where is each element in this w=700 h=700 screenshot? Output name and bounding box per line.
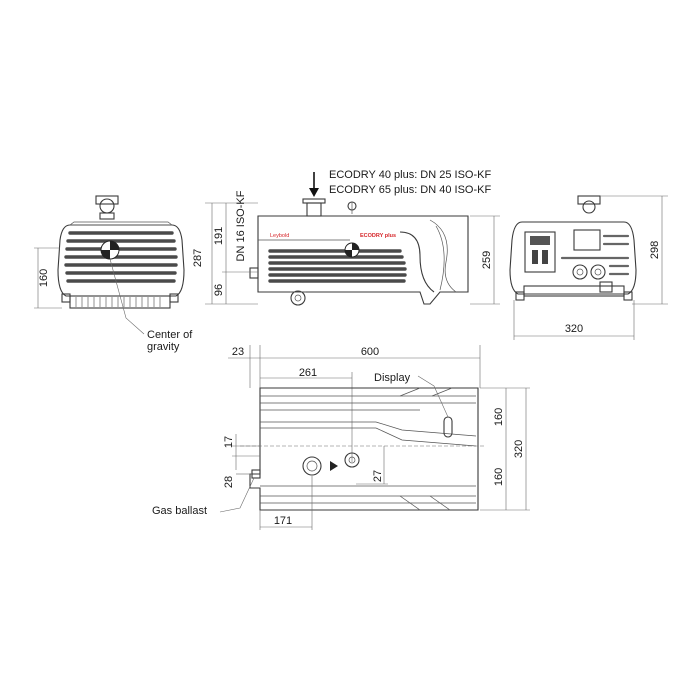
dim-top-gb-y: 28 bbox=[223, 476, 235, 488]
dim-top-half-lower: 160 bbox=[493, 468, 505, 486]
side-center-of-gravity-icon bbox=[344, 242, 360, 258]
center-of-gravity-label-2: gravity bbox=[147, 341, 180, 353]
dim-top-length: 600 bbox=[361, 346, 379, 358]
dim-top-offset: 23 bbox=[232, 346, 244, 358]
brand-product: ECODRY plus bbox=[360, 233, 396, 239]
dim-side-overall-height: 287 bbox=[192, 249, 204, 267]
display-label: Display bbox=[374, 372, 411, 384]
dim-side-upper: 191 bbox=[213, 227, 225, 245]
dim-side-right-height: 259 bbox=[481, 251, 493, 269]
exhaust-port-label: DN 16 ISO-KF bbox=[235, 190, 247, 261]
gas-ballast-label: Gas ballast bbox=[152, 505, 207, 517]
dim-side-lower: 96 bbox=[213, 284, 225, 296]
dim-end-height: 298 bbox=[649, 241, 661, 259]
dim-top-cog: 261 bbox=[299, 367, 317, 379]
inlet-port-label-40: ECODRY 40 plus: DN 25 ISO-KF bbox=[329, 169, 491, 181]
dim-top-gb-x: 171 bbox=[274, 515, 292, 527]
dim-front-height: 160 bbox=[38, 269, 50, 287]
center-of-gravity-icon bbox=[100, 240, 120, 260]
dim-top-width: 320 bbox=[513, 440, 525, 458]
side-view: Leybold ECODRY plus bbox=[192, 169, 500, 306]
top-view: 23 600 261 Display bbox=[152, 345, 530, 530]
front-view: 160 Center of gravity bbox=[34, 195, 193, 353]
end-view: 298 320 bbox=[509, 195, 668, 340]
dim-top-inlet-y: 27 bbox=[372, 470, 384, 482]
dim-top-half-upper: 160 bbox=[493, 408, 505, 426]
dim-top-gb-offset: 17 bbox=[223, 436, 235, 448]
inlet-port-label-65: ECODRY 65 plus: DN 40 ISO-KF bbox=[329, 184, 491, 196]
brand-logo: Leybold bbox=[270, 233, 289, 239]
center-of-gravity-label: Center of bbox=[147, 329, 193, 341]
dim-end-width: 320 bbox=[565, 323, 583, 335]
